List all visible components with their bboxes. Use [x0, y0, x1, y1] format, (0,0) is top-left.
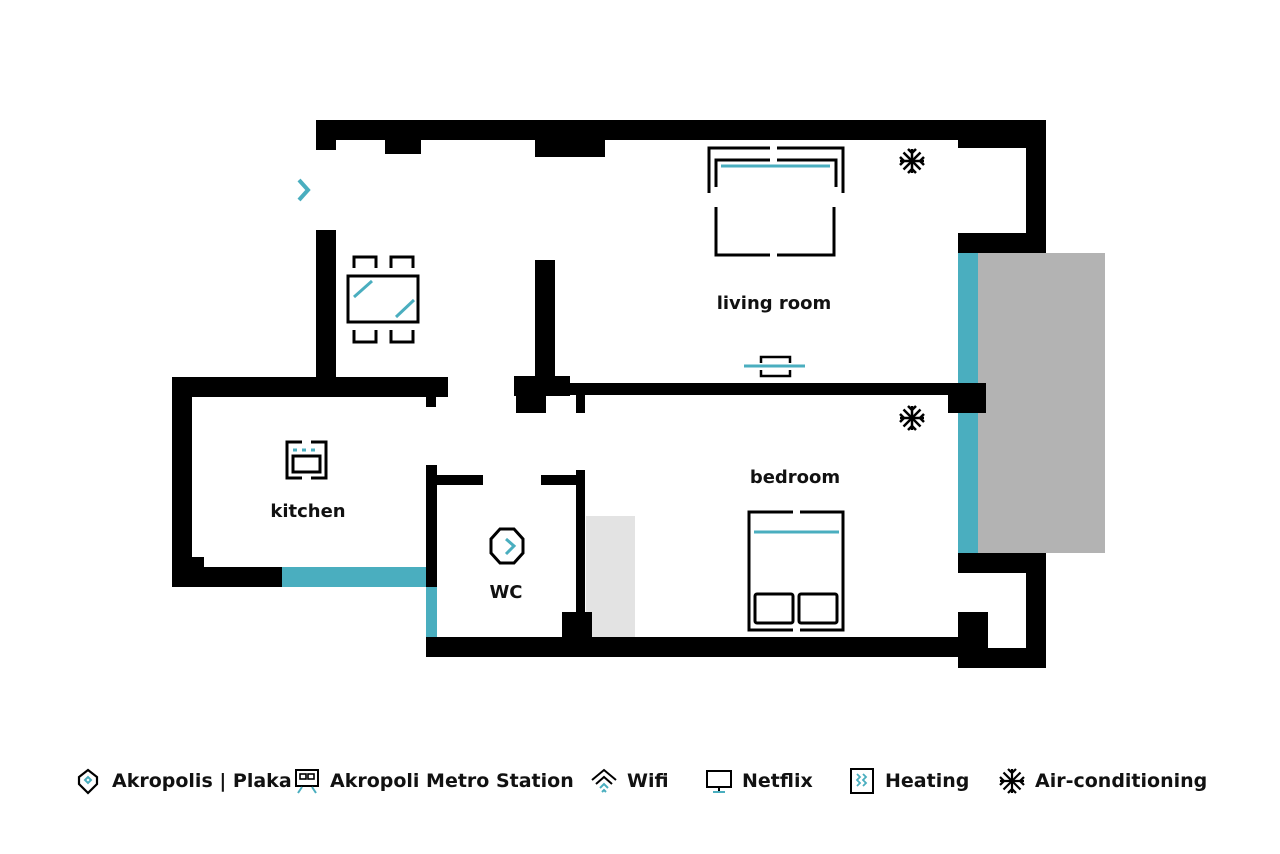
location-pin-icon [74, 766, 104, 796]
legend-item-metro: Akropoli Metro Station [292, 766, 574, 796]
legend-item-air-conditioning: Air-conditioning [997, 766, 1207, 796]
room-label-bedroom: bedroom [750, 467, 840, 488]
legend-item-netflix: Netflix [704, 766, 813, 796]
room-label-living-room: living room [717, 293, 832, 314]
balcony [978, 253, 1105, 553]
bed-icon [747, 510, 845, 632]
walls [172, 120, 1046, 668]
legend-label: Akropoli Metro Station [330, 770, 574, 792]
legend-label: Akropolis | Plaka [112, 770, 292, 792]
room-label-wc: WC [489, 582, 522, 603]
snowflake-icon [899, 148, 925, 174]
tv-icon [704, 766, 734, 796]
legend-label: Air-conditioning [1035, 770, 1208, 792]
legend-label: Heating [885, 770, 970, 792]
heating-icon [847, 766, 877, 796]
room-label-kitchen: kitchen [270, 501, 345, 522]
metro-icon [292, 766, 322, 796]
amenities-legend: Akropolis | Plaka Akropoli Metro Station… [0, 760, 1280, 810]
oven-icon [285, 440, 328, 480]
legend-item-location: Akropolis | Plaka [74, 766, 292, 796]
snowflake-icon [997, 766, 1027, 796]
legend-label: Netflix [742, 770, 813, 792]
entrance-arrow-icon [297, 178, 311, 202]
wifi-icon [589, 766, 619, 796]
sofa-icon [707, 146, 845, 257]
toilet-icon [489, 527, 525, 565]
snowflake-icon [899, 405, 925, 431]
legend-label: Wifi [627, 770, 669, 792]
legend-item-heating: Heating [847, 766, 969, 796]
windows [282, 253, 978, 637]
legend-item-wifi: Wifi [589, 766, 669, 796]
closet [586, 516, 635, 638]
tv-unit-icon [744, 355, 805, 378]
dining-table-icon [346, 255, 420, 344]
